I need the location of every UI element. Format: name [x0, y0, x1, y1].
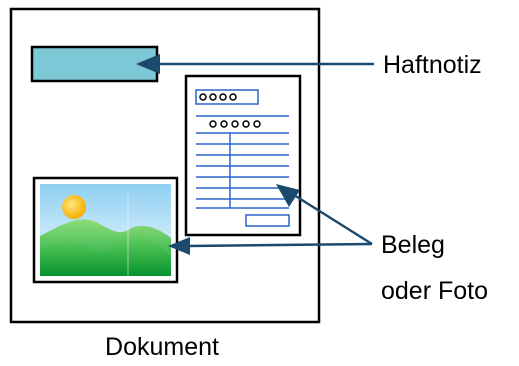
sun-icon [62, 195, 86, 219]
label-sticky-note: Haftnotiz [383, 51, 482, 79]
arrow-photo [187, 242, 373, 248]
label-document: Dokument [105, 333, 219, 361]
label-photo: oder Foto [381, 277, 488, 305]
photo [32, 176, 179, 284]
label-receipt: Beleg [381, 231, 445, 259]
arrows [136, 54, 374, 255]
arrow-receipt [285, 188, 373, 246]
receipt [184, 74, 302, 237]
